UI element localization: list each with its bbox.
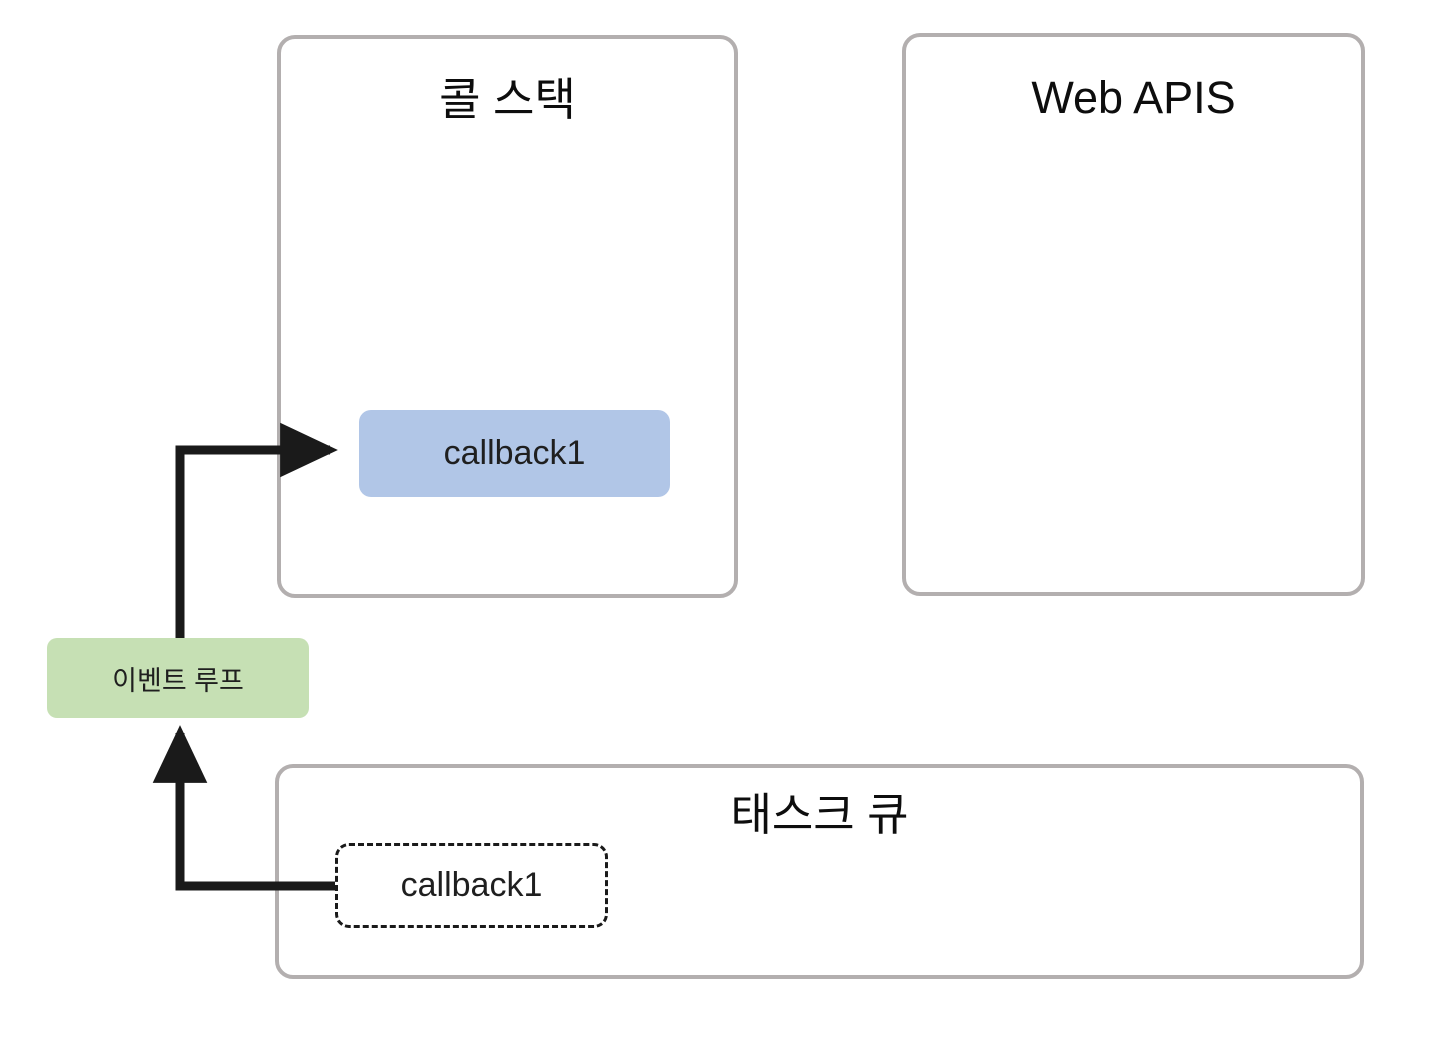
call-stack-frame-label: callback1 (443, 434, 586, 472)
event-loop-node[interactable]: 이벤트 루프 (47, 638, 309, 718)
web-apis-title: Web APIS (1031, 72, 1236, 123)
task-queue-item-callback1[interactable]: callback1 (335, 843, 608, 928)
task-queue-item-label: callback1 (400, 866, 543, 904)
web-apis-container: Web APIS (902, 33, 1365, 596)
call-stack-frame-callback1[interactable]: callback1 (359, 410, 670, 497)
call-stack-title: 콜 스택 (439, 74, 576, 125)
call-stack-container: 콜 스택 (277, 35, 738, 598)
task-queue-title: 태스크 큐 (730, 789, 909, 840)
event-loop-label: 이벤트 루프 (112, 665, 244, 696)
